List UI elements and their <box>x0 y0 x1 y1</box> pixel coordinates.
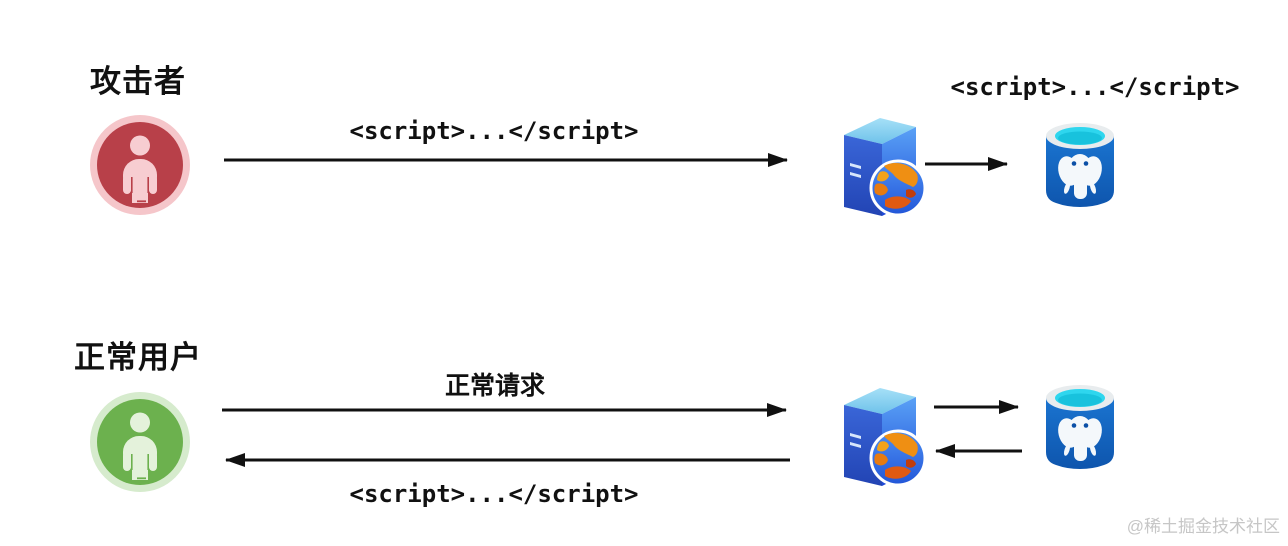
attacker-label: 攻击者 <box>90 64 186 99</box>
normal-request-label: 正常请求 <box>444 372 545 400</box>
web-server-icon-bottom <box>836 378 928 488</box>
user-person-icon <box>90 392 190 492</box>
stored-payload-label: <script>...</script> <box>950 73 1240 101</box>
attacker-payload-label: <script>...</script> <box>349 117 639 145</box>
postgresql-database-icon-top <box>1040 116 1120 216</box>
response-payload-label: <script>...</script> <box>349 480 639 508</box>
normal-user-label: 正常用户 <box>74 340 202 375</box>
watermark: @稀土掘金技术社区 <box>1126 517 1280 536</box>
attacker-person-icon <box>90 115 190 215</box>
postgresql-database-icon-bottom <box>1040 378 1120 478</box>
web-server-icon-top <box>836 108 928 218</box>
